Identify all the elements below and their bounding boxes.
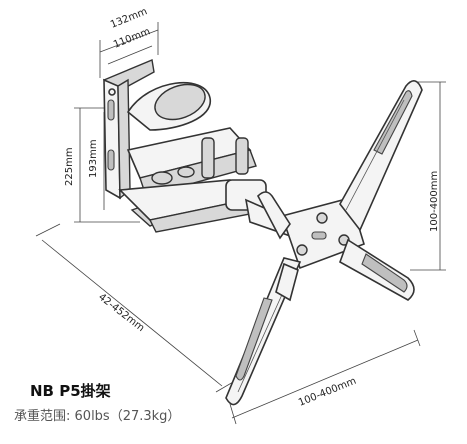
dim-extension: 42-452mm	[96, 292, 146, 334]
load-capacity-label: 承重范围:	[14, 409, 71, 424]
load-capacity-value: 60lbs（27.3kg）	[74, 409, 181, 424]
load-capacity: 承重范围: 60lbs（27.3kg）	[14, 405, 180, 424]
dim-bottom-horizontal: 100-400mm	[297, 376, 358, 409]
dim-left-inner: 193mm	[88, 139, 99, 178]
dim-top-inner: 110mm	[112, 26, 152, 51]
product-title: NB P5掛架	[30, 382, 111, 400]
dim-left-outer: 225mm	[64, 147, 75, 186]
dim-right-vertical: 100-400mm	[429, 171, 440, 232]
articulating-arms	[118, 82, 298, 240]
dimension-lines	[35, 22, 446, 425]
vesa-bracket	[225, 80, 423, 406]
